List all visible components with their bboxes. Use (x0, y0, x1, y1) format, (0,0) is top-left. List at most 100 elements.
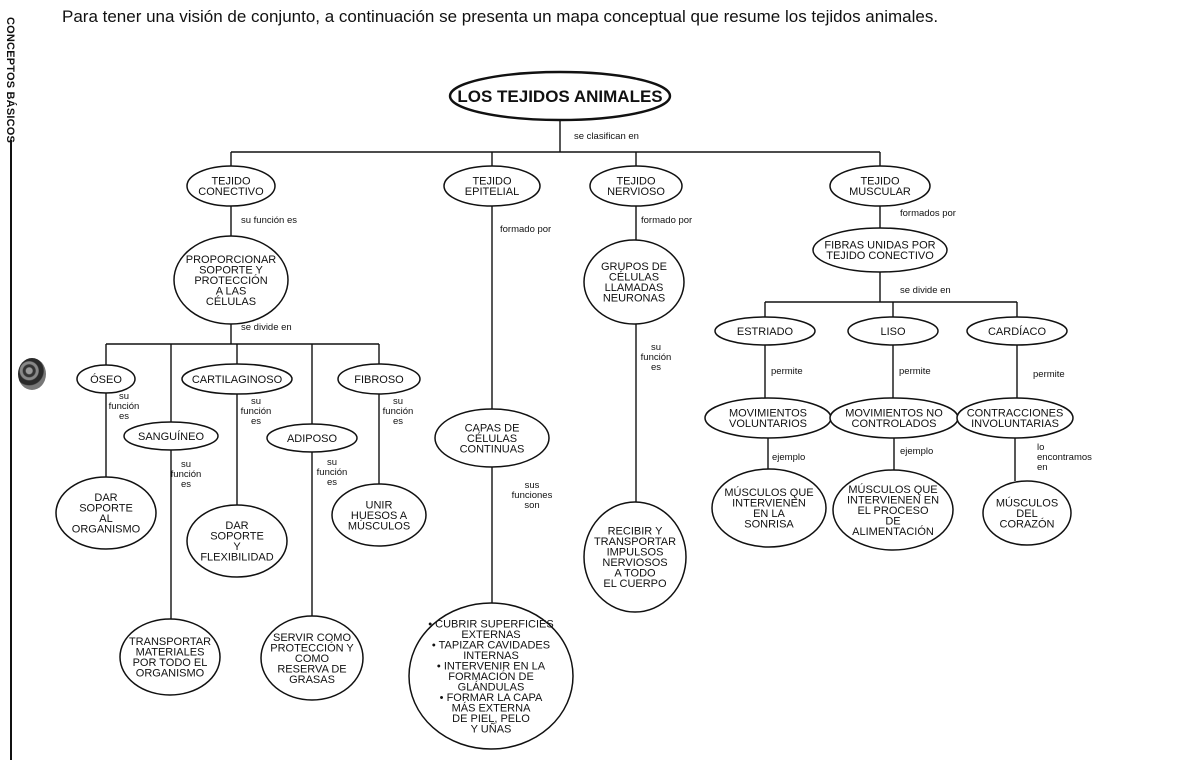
node-text-line: SOPORTE (210, 531, 264, 543)
node-text-line: TEJIDO (472, 176, 512, 188)
node-ellipse (448, 70, 672, 122)
node-text-line: UNIR (366, 499, 393, 511)
node-text-line: ALIMENTACIÓN (852, 525, 934, 538)
node-text-line: CONTINUAS (460, 443, 525, 455)
node-text-line: FORMACIÓN DE (448, 670, 534, 683)
node-ellipse (55, 476, 157, 550)
node-text-line: DE PIEL, PELO (452, 713, 530, 725)
node-text-line: DE (885, 515, 900, 527)
link-label-nervioso-formado: formado por (641, 215, 692, 226)
node-text-line: GLÁNDULAS (458, 680, 525, 693)
link-label-liso-permite: permite (899, 366, 931, 377)
link-label-text: lo (1037, 442, 1044, 453)
link-label-text: permite (771, 366, 803, 377)
node-text-line: ESTRIADO (737, 326, 794, 338)
node-text-line: CONECTIVO (198, 186, 264, 198)
node-ellipse (812, 227, 948, 273)
node-text-line: CÉLULAS (467, 432, 517, 445)
node-text-line: TEJIDO (860, 176, 900, 188)
node-text-line: CARTILAGINOSO (192, 374, 283, 386)
node-oseo: ÓSEO (76, 364, 136, 394)
node-text-line: MÚSCULOS QUE (724, 486, 813, 499)
node-text-line: CAPAS DE (465, 422, 520, 434)
node-ellipse (331, 483, 427, 547)
node-text-line: MOVIMIENTOS (729, 408, 807, 420)
node-text-line: EL CUERPO (603, 578, 667, 590)
link-label-text: función (109, 401, 140, 412)
node-text-line: FIBRAS UNIDAS POR (824, 240, 935, 252)
node-ellipse (260, 615, 364, 701)
node-text-line: MUSCULAR (849, 186, 911, 198)
node-text-line: TRANSPORTAR (594, 536, 676, 548)
node-text-line: NEURONAS (603, 293, 665, 305)
node-text-line: ADIPOSO (287, 433, 338, 445)
node-ellipse (266, 423, 358, 453)
node-text-line: RESERVA DE (277, 663, 346, 675)
link-label-text: sus (525, 480, 540, 491)
node-text-line: CONTROLADOS (852, 418, 937, 430)
node-sanguineo: SANGUÍNEO (123, 421, 219, 451)
node-text-line: SANGUÍNEO (138, 430, 204, 443)
node-ellipse (829, 165, 931, 207)
node-text-line: HUESOS A (351, 510, 408, 522)
node-text-line: IMPULSOS (607, 547, 664, 559)
node-ellipse (76, 364, 136, 394)
link-label-text: es (119, 411, 129, 422)
node-ellipse (589, 165, 683, 207)
node-text-line: A LAS (216, 285, 247, 297)
node-text-line: PROTECCIÓN (194, 274, 267, 287)
link-label-text: permite (1033, 369, 1065, 380)
link-label-voluntarios-ejemplo: ejemplo (772, 452, 805, 463)
node-text-line: CARDÍACO (988, 325, 1047, 338)
link-label-muscular-formados: formados por (900, 208, 956, 219)
node-cardiaco: CARDÍACO (966, 316, 1068, 346)
link-label-text: permite (899, 366, 931, 377)
link-label-conectivo-divide: se divide en (241, 322, 292, 333)
node-text-line: MÁS EXTERNA (452, 701, 532, 714)
link-label-text: es (393, 416, 403, 427)
link-label-text: se divide en (900, 285, 951, 296)
node-ellipse (337, 363, 421, 395)
node-text-line: NERVIOSO (607, 186, 665, 198)
node-text-line: • FORMAR LA CAPA (440, 692, 543, 704)
node-text-line: CÉLULAS (609, 271, 659, 284)
node-ellipse (173, 235, 289, 325)
node-text-line: ORGANISMO (72, 524, 141, 536)
node-text-line: EN LA (753, 508, 785, 520)
node-ellipse (186, 504, 288, 578)
node-text-line: CORAZÓN (1000, 517, 1055, 530)
node-text-line: • INTERVENIR EN LA (437, 660, 546, 672)
node-text-line: GRASAS (289, 674, 335, 686)
link-label-se-clasifican-en: se clasifican en (574, 131, 639, 142)
node-text-line: SOPORTE Y (199, 264, 263, 276)
link-label-epitelial-formado: formado por (500, 224, 551, 235)
node-text-line: ÓSEO (90, 373, 122, 386)
link-label-text: se clasifican en (574, 131, 639, 142)
link-label-text: formado por (500, 224, 551, 235)
node-text-line: RECIBIR Y (608, 526, 663, 538)
node-text-line: TEJIDO (616, 176, 656, 188)
link-label-conectivo-funcion: su función es (241, 215, 297, 226)
node-text-line: MATERIALES (136, 647, 205, 659)
link-label-text: función (241, 406, 272, 417)
link-label-text: formados por (900, 208, 956, 219)
node-text-line: EXTERNAS (461, 629, 520, 641)
node-text-line: A TODO (614, 568, 656, 580)
node-text-line: EPITELIAL (465, 186, 519, 198)
